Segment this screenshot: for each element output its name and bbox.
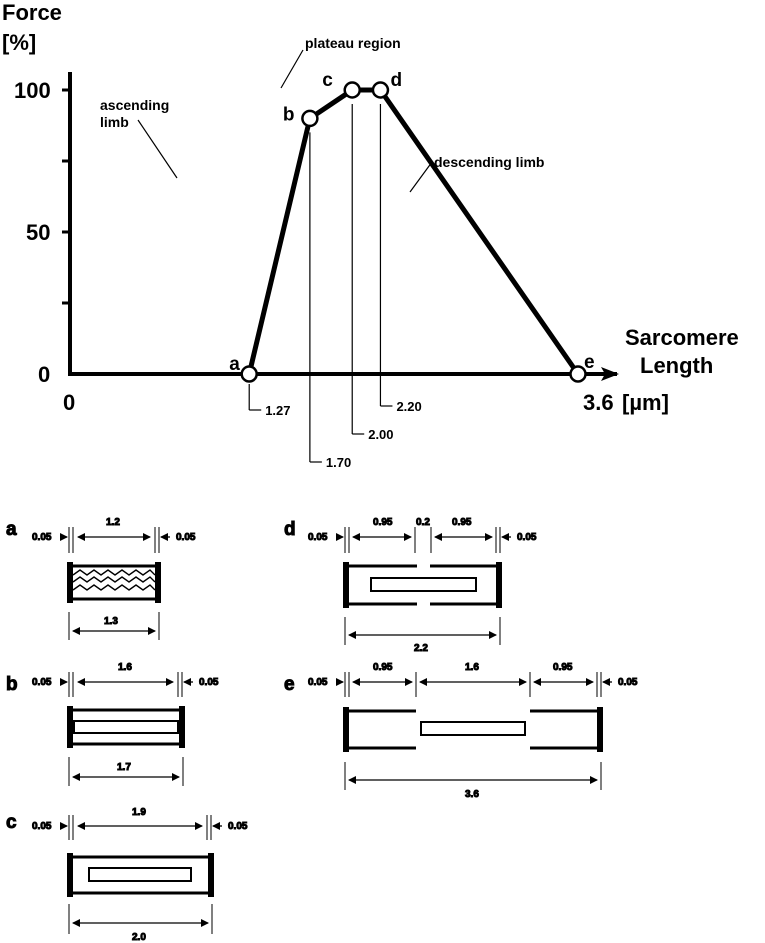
data-point-c: [343, 81, 361, 99]
panel-e-right-label: 0.05: [618, 677, 638, 688]
descending-limb-leader: [409, 161, 433, 193]
force-length-chart: Force [%] Sarcomere Length 100 50 0 0 3.…: [2, 0, 739, 470]
y-tick-label-50: 50: [26, 220, 50, 245]
panel-c-left-label: 0.05: [32, 821, 52, 832]
panel-e-bottom-label: 3.6: [465, 789, 479, 800]
panel-b-top-label: 1.6: [118, 662, 132, 673]
plateau-leader: [280, 49, 304, 89]
panel-c-right-label: 0.05: [228, 821, 248, 832]
data-point-d: [371, 81, 390, 99]
x-tick-label-0: 0: [63, 390, 75, 415]
ascending-limb-label-line1: ascending: [100, 97, 169, 113]
force-curve-layer: 1.27 1.70 2.002.20 a b c d e: [229, 70, 594, 470]
panel-c-bottom-label: 2.0: [132, 932, 146, 943]
descending-limb-label: descending limb: [434, 154, 544, 170]
panel-e-top-right-label: 0.95: [553, 662, 573, 673]
panel-b-left-label: 0.05: [32, 677, 52, 688]
panel-e-top-left-label: 0.95: [373, 662, 393, 673]
y-axis-title-line2: [%]: [2, 30, 36, 55]
point-letter-e: e: [584, 352, 595, 373]
panel-a-right-label: 0.05: [176, 532, 196, 543]
panel-letter-a: a: [6, 519, 17, 540]
panel-e-middle-label: 1.6: [465, 662, 479, 673]
value-label-b: 1.70: [326, 455, 351, 470]
panel-b: b 0.05 1.6 0.05 1.7: [6, 662, 219, 786]
panel-b-right-label: 0.05: [199, 677, 219, 688]
point-letter-d: d: [390, 70, 402, 91]
panel-d-left-label: 0.05: [308, 532, 328, 543]
panel-d-top-left-label: 0.95: [373, 517, 393, 528]
data-point-b: [301, 109, 319, 128]
panel-c-top-label: 1.9: [132, 807, 146, 818]
ascending-limb-label-line2: limb: [100, 114, 129, 130]
data-point-a: [240, 365, 258, 383]
value-label-d: 2.20: [396, 399, 421, 414]
panel-letter-d: d: [284, 519, 296, 540]
panel-d-right-label: 0.05: [517, 532, 537, 543]
panel-b-bottom-label: 1.7: [117, 762, 131, 773]
panel-d-bottom-label: 2.2: [414, 643, 428, 654]
panel-a: a 0.05 1.2 0.05 1.3: [6, 517, 196, 640]
sarcomere-panels: a 0.05 1.2 0.05 1.3 b: [6, 517, 639, 943]
panel-a-bottom-label: 1.3: [104, 616, 118, 627]
point-letter-c: c: [322, 70, 333, 91]
panel-a-top-label: 1.2: [106, 517, 120, 528]
x-axis-title-line2: Length: [640, 353, 713, 378]
panel-c: c 0.05 1.9 0.05 2.0: [6, 807, 249, 943]
panel-letter-b: b: [6, 674, 18, 695]
plateau-region-label: plateau region: [305, 35, 401, 51]
force-curve-line: [246, 87, 581, 376]
value-label-c: 2.00: [368, 427, 393, 442]
ascending-limb-leader: [137, 119, 178, 179]
value-label-a: 1.27: [265, 403, 290, 418]
panel-d: d 0.05 0.95 0.2 0.95 0.05 2.2: [284, 517, 538, 655]
panel-letter-e: e: [284, 674, 295, 695]
panel-letter-c: c: [6, 812, 17, 833]
y-axis-title-line1: Force: [2, 0, 62, 25]
y-tick-label-100: 100: [14, 78, 51, 103]
x-axis-title-line1: Sarcomere: [625, 325, 739, 350]
panel-a-left-label: 0.05: [32, 532, 52, 543]
data-point-e: [569, 365, 587, 383]
y-tick-label-0: 0: [38, 362, 50, 387]
panel-e: e 0.05 0.95 1.6 0.95 0.05 3.6: [284, 662, 639, 801]
panel-d-top-right-label: 0.95: [452, 517, 472, 528]
panel-e-left-label: 0.05: [308, 677, 328, 688]
x-tick-label-3-6: 3.6: [583, 390, 614, 415]
point-letter-b: b: [283, 104, 295, 125]
panel-d-gap-label: 0.2: [416, 517, 430, 528]
point-letter-a: a: [229, 354, 240, 375]
x-axis-unit: [µm]: [622, 390, 669, 415]
